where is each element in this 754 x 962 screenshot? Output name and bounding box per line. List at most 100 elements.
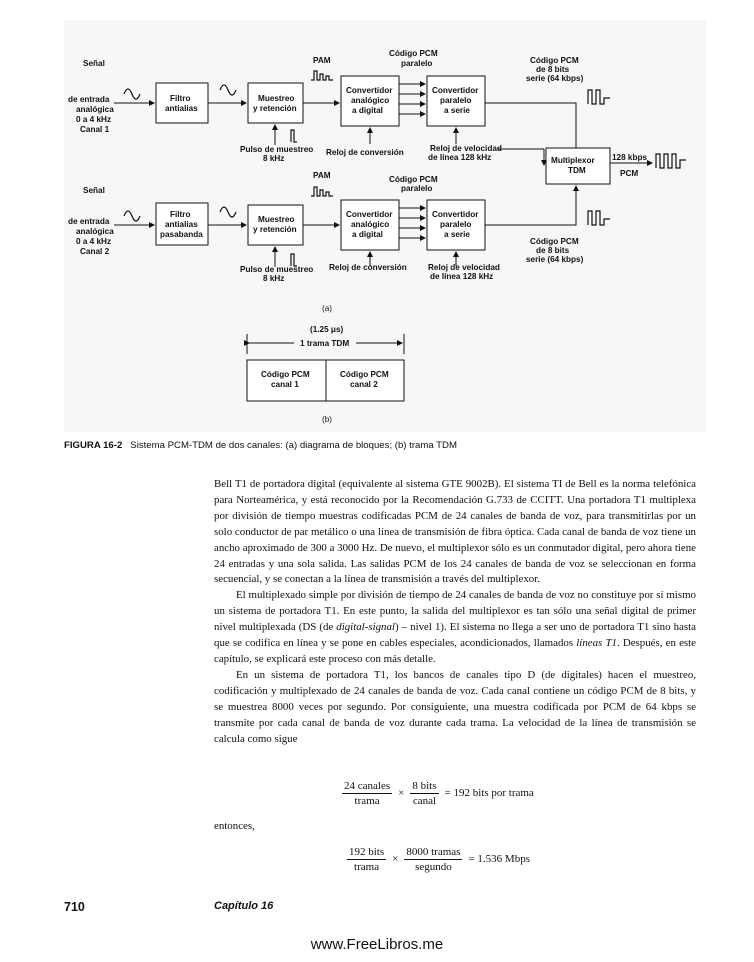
input-line: analógica: [76, 227, 114, 236]
adc-label: analógico: [351, 96, 389, 105]
paragraph-2-text: ) – nivel 1). El sistema no llega a ser …: [214, 621, 696, 650]
input-line: 0 a 4 kHz: [76, 237, 111, 246]
sample-hold-label: Muestreo: [258, 215, 294, 224]
frame-cell-text: canal 2: [350, 380, 378, 389]
channel-2: Señal de entrada analógica 0 a 4 kHz Can…: [68, 171, 610, 283]
sample-hold-block: [247, 82, 304, 124]
serial-pulse-icon: [587, 89, 610, 105]
senal-label: Señal: [83, 59, 105, 68]
ps-label: a serie: [444, 230, 470, 239]
pulse-label: Pulso de muestreo: [240, 265, 313, 274]
sample-pulse-icon: [290, 253, 297, 267]
input-line: Canal 2: [80, 247, 110, 256]
filter-label: Filtro: [170, 210, 190, 219]
filter-label: antialias: [165, 220, 198, 229]
senal-label: Señal: [83, 186, 105, 195]
input-line: de entrada: [68, 217, 110, 226]
denominator: trama: [354, 860, 380, 873]
parallel-serial-block: [426, 75, 486, 127]
filter-label: Filtro: [170, 94, 190, 103]
adc-block: [340, 75, 400, 127]
caption-text: Sistema PCM-TDM de dos canales: (a) diag…: [130, 440, 457, 451]
figure-16-2: Señal de entrada analógica 0 a 4 kHz Can…: [64, 20, 706, 432]
block-diagram: Señal de entrada analógica 0 a 4 kHz Can…: [68, 49, 686, 424]
sine-wave-icon: [219, 206, 237, 218]
channel-1: Señal de entrada analógica 0 a 4 kHz Can…: [68, 49, 610, 166]
paragraph-2-italic: digital-signal: [336, 621, 395, 634]
pam-label: PAM: [313, 56, 331, 65]
ps-label: Convertidor: [432, 86, 479, 95]
output-pulse-icon: [655, 153, 686, 169]
output-label: PCM: [620, 169, 638, 178]
pcm-parallel-label: Código PCM: [389, 175, 438, 184]
frame-cell-ch1: [246, 359, 327, 402]
pcm-serial-label: de 8 bits: [536, 246, 570, 255]
denominator: segundo: [415, 860, 452, 873]
serial-pulse-icon: [587, 210, 610, 226]
filter-block: [155, 82, 209, 124]
pcm-parallel-label: paralelo: [401, 184, 432, 193]
adc-label: Convertidor: [346, 86, 393, 95]
input-line: de entrada: [68, 95, 110, 104]
caption-label: FIGURA 16-2: [64, 440, 123, 451]
figure-caption: FIGURA 16-2 Sistema PCM-TDM de dos canal…: [64, 440, 724, 451]
filter-label: antialias: [165, 104, 198, 113]
tdm-frame: (1.25 μs) 1 trama TDM Código PCM canal 1…: [244, 325, 405, 424]
mux-label: Multiplexor: [551, 156, 595, 165]
adc-label: analógico: [351, 220, 389, 229]
adc-label: a digital: [352, 106, 383, 115]
pam-label: PAM: [313, 171, 331, 180]
pulse-label: 8 kHz: [263, 274, 284, 283]
times-sign: ×: [398, 787, 405, 799]
pcm-parallel-label: Código PCM: [389, 49, 438, 58]
chapter-label: Capítulo 16: [214, 900, 274, 912]
pam-pulse-icon: [311, 70, 333, 81]
filter-block: [155, 202, 209, 246]
sample-pulse-icon: [290, 129, 297, 143]
body-text: Bell T1 de portadora digital (equivalent…: [214, 477, 696, 747]
paragraph-2-italic: líneas T1: [576, 637, 617, 650]
pcm-serial-label: Código PCM: [530, 237, 579, 246]
conv-clock-label: Reloj de conversión: [329, 263, 407, 272]
adc-block: [340, 199, 400, 251]
sine-wave-icon: [123, 210, 141, 222]
adc-label: Convertidor: [346, 210, 393, 219]
ps-label: paralelo: [440, 220, 471, 229]
sublabel-a: (a): [322, 304, 332, 313]
frame-cell-text: canal 1: [271, 380, 299, 389]
ps-label: paralelo: [440, 96, 471, 105]
frame-cell-ch2: [325, 359, 405, 402]
denominator: canal: [412, 794, 437, 807]
filter-label: pasabanda: [160, 230, 203, 239]
conv-clock-label: Reloj de conversión: [326, 148, 404, 157]
line-clock-label: de línea 128 kHz: [430, 272, 493, 281]
pcm-parallel-label: paralelo: [401, 59, 432, 68]
times-sign: ×: [392, 853, 399, 865]
sample-hold-label: y retención: [253, 104, 297, 113]
pcm-serial-label: de 8 bits: [536, 65, 570, 74]
line-clock-label: Reloj de velocidad: [430, 144, 502, 153]
frame-cell-text: Código PCM: [340, 370, 389, 379]
sample-hold-label: y retención: [253, 225, 297, 234]
line-clock-label: Reloj de velocidad: [428, 263, 500, 272]
page-number: 710: [64, 900, 85, 914]
input-line: 0 a 4 kHz: [76, 115, 111, 124]
frame-cell-text: Código PCM: [261, 370, 310, 379]
adc-label: a digital: [352, 230, 383, 239]
footer-url: www.FreeLibros.me: [310, 936, 444, 953]
multiplexer: Multiplexor TDM 128 kbps PCM: [545, 147, 686, 185]
paragraph-2-text: El multiplexado simple por división de t…: [214, 589, 696, 634]
ps-label: a serie: [444, 106, 470, 115]
pam-pulse-icon: [311, 186, 333, 197]
pcm-serial-label: serie (64 kbps): [526, 74, 584, 83]
numerator: 24 canales: [342, 779, 393, 794]
sine-wave-icon: [123, 88, 141, 100]
numerator: 192 bits: [347, 845, 387, 860]
pulse-label: Pulso de muestreo: [240, 145, 313, 154]
mux-label: TDM: [568, 166, 586, 175]
paragraph-2-text: . Después, en este capítulo, se explicar…: [214, 637, 696, 665]
